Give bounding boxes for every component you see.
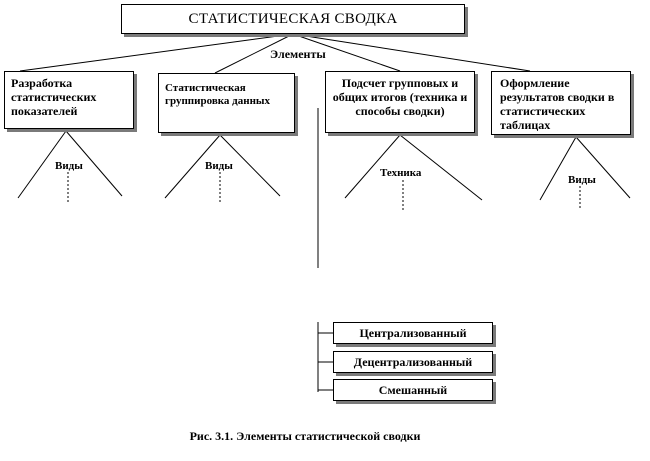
branch-label-tables: Виды — [568, 174, 596, 186]
elements-label: Элементы — [270, 47, 326, 61]
branch-4-left — [539, 136, 577, 201]
kind-text-centralized: Централизованный — [359, 325, 467, 340]
kind-text-mixed: Смешанный — [378, 382, 448, 397]
kind-box-mixed: Смешанный — [333, 379, 493, 401]
kind-text-decentralized: Децентрализованный — [353, 354, 473, 369]
element-box-grouping: Статистическая группировка данных — [158, 73, 295, 133]
element-text-tables: Оформление результатов сводки в статисти… — [500, 76, 615, 132]
kind-box-decentralized: Децентрализованный — [333, 351, 493, 373]
branch-label-totals: Техника — [380, 167, 422, 179]
branch-1-right — [65, 130, 123, 197]
element-box-tables: Оформление результатов сводки в статисти… — [491, 71, 631, 135]
branch-3-left — [344, 134, 401, 199]
link-title-elem-1 — [19, 33, 294, 72]
branch-label-grouping: Виды — [205, 160, 233, 172]
element-box-indicators: Разработка статистических показателей — [4, 71, 134, 129]
branch-1-left — [17, 130, 67, 199]
figure-caption: Рис. 3.1. Элементы статистической сводки — [189, 429, 421, 443]
branch-label-indicators: Виды — [55, 160, 83, 172]
title-text: СТАТИСТИЧЕСКАЯ СВОДКА — [188, 11, 398, 27]
branch-3-right — [399, 134, 483, 201]
element-text-totals: Подсчет групповых и общих итогов (техник… — [332, 76, 468, 118]
kind-box-centralized: Централизованный — [333, 322, 493, 344]
link-title-elem-3 — [292, 33, 401, 72]
link-title-elem-2 — [214, 33, 294, 74]
link-title-elem-4 — [292, 33, 531, 72]
branch-4-right — [575, 136, 631, 199]
element-box-totals: Подсчет групповых и общих итогов (техник… — [325, 71, 475, 133]
branch-2-right — [219, 134, 281, 197]
branch-2-left — [164, 134, 221, 199]
element-text-indicators: Разработка статистических показателей — [11, 76, 97, 118]
element-text-grouping: Статистическая группировка данных — [165, 82, 271, 107]
title-box: СТАТИСТИЧЕСКАЯ СВОДКА — [121, 4, 465, 34]
